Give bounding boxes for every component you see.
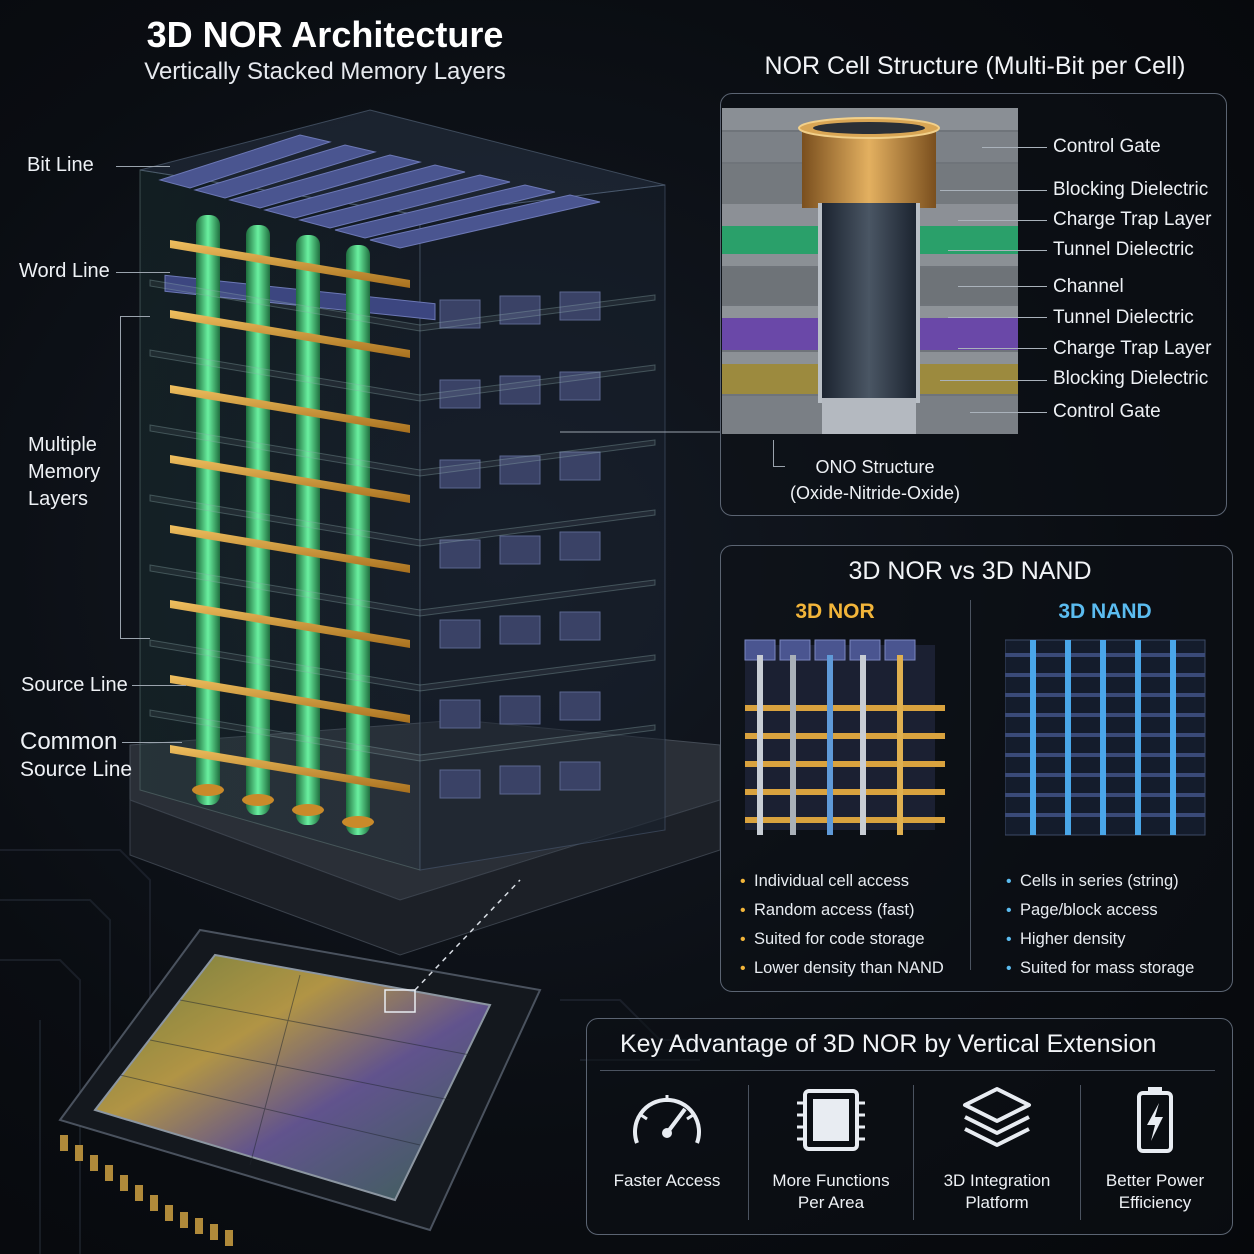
advantage-label: Faster Access	[613, 1171, 721, 1190]
label-channel: Channel	[1053, 276, 1124, 297]
chip-pins	[60, 1135, 233, 1246]
advantage-label: 3D Integration Platform	[943, 1171, 1051, 1212]
glass-layers	[149, 279, 656, 762]
word-line-label: Word Line	[19, 260, 110, 282]
side-cells	[439, 291, 601, 799]
cell-cross-section	[722, 108, 1018, 434]
memory-layers-line-3: Layers	[28, 488, 89, 510]
common-source-line-1: Common	[20, 728, 118, 755]
nand-bullet: •Page/block access	[1006, 901, 1158, 919]
speedometer-icon	[633, 1095, 701, 1144]
advantages-title: Key Advantage of 3D NOR by Vertical Exte…	[620, 1030, 1157, 1058]
nor-bullet: •Individual cell access	[740, 872, 909, 890]
nand-mini-illustration	[1005, 639, 1206, 836]
advantage-more-functions: More Functions Per Area	[751, 1085, 911, 1214]
ono-line-1: ONO Structure	[815, 457, 935, 477]
nor-stack-illustration	[0, 109, 720, 1254]
nor-bullet-list: •Individual cell access •Random access (…	[740, 867, 944, 983]
ono-structure-label: ONO Structure (Oxide-Nitride-Oxide)	[780, 454, 970, 506]
chip-icon	[797, 1089, 865, 1151]
bit-lines	[158, 134, 601, 249]
label-tunnel-dielectric-top: Tunnel Dielectric	[1053, 239, 1194, 260]
source-line-label: Source Line	[21, 674, 128, 696]
common-source-line-label: Common Source Line	[20, 728, 132, 783]
battery-bolt-icon	[1137, 1087, 1173, 1153]
nand-bullet: •Higher density	[1006, 930, 1126, 948]
nand-bullet: •Cells in series (string)	[1006, 872, 1179, 890]
bit-line-label: Bit Line	[27, 154, 94, 176]
advantage-faster-access: Faster Access	[587, 1085, 747, 1192]
common-source-line-2: Source Line	[20, 758, 133, 781]
nor-bullet: •Suited for code storage	[740, 930, 925, 948]
label-tunnel-dielectric-bottom: Tunnel Dielectric	[1053, 307, 1194, 328]
advantage-label: More Functions Per Area	[772, 1171, 890, 1212]
advantages-panel	[586, 1018, 1233, 1235]
label-charge-trap-top: Charge Trap Layer	[1053, 209, 1212, 230]
label-blocking-dielectric-top: Blocking Dielectric	[1053, 179, 1209, 200]
nor-bullet: •Lower density than NAND	[740, 959, 944, 977]
page-title: 3D NOR Architecture	[146, 14, 504, 55]
label-control-gate-top: Control Gate	[1053, 136, 1161, 157]
nand-heading: 3D NAND	[1058, 600, 1152, 623]
label-control-gate-bottom: Control Gate	[1053, 401, 1161, 422]
nor-mini-illustration	[744, 639, 945, 835]
advantage-3d-integration: 3D Integration Platform	[917, 1085, 1077, 1214]
nand-bullet-list: •Cells in series (string) •Page/block ac…	[1006, 867, 1194, 983]
nor-heading: 3D NOR	[795, 600, 875, 623]
cell-structure-title: NOR Cell Structure (Multi-Bit per Cell)	[764, 52, 1186, 80]
channel-pillars	[196, 215, 370, 835]
advantage-power-efficiency: Better Power Efficiency	[1075, 1085, 1235, 1214]
label-blocking-dielectric-bottom: Blocking Dielectric	[1053, 368, 1209, 389]
memory-layers-label: Multiple Memory Layers	[28, 432, 118, 513]
nand-bullet: •Suited for mass storage	[1006, 959, 1195, 977]
memory-layers-line-2: Memory	[28, 461, 101, 483]
comparison-title: 3D NOR vs 3D NAND	[848, 557, 1092, 585]
nor-bullet: •Random access (fast)	[740, 901, 915, 919]
word-lines	[170, 240, 410, 793]
advantage-label: Better Power Efficiency	[1105, 1171, 1205, 1212]
ono-line-2: (Oxide-Nitride-Oxide)	[789, 483, 961, 503]
pillar-feet	[192, 784, 374, 828]
page-subtitle: Vertically Stacked Memory Layers	[144, 58, 506, 85]
layers-icon	[963, 1087, 1031, 1147]
memory-layers-line-1: Multiple	[28, 434, 97, 456]
label-charge-trap-bottom: Charge Trap Layer	[1053, 338, 1212, 359]
chip-highlight-box	[384, 989, 416, 1013]
